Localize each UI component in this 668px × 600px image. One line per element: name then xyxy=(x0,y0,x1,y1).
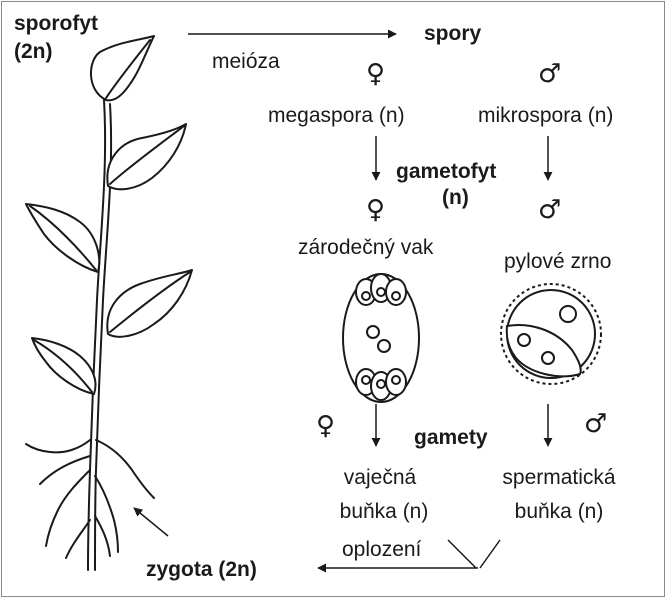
sperm-cell-ploidy: buňka (n) xyxy=(514,500,604,523)
zygote-label: zygota (2n) xyxy=(146,558,257,581)
male-symbol-gametophyte: ♂ xyxy=(538,195,562,225)
megaspore-label: megaspora (n) xyxy=(268,104,405,127)
fertilization-left-branch xyxy=(447,539,477,569)
male-symbol-gamete: ♂ xyxy=(584,409,608,439)
gametophyte-ploidy: (n) xyxy=(442,186,469,209)
leaf-left-upper xyxy=(25,203,101,273)
leaf-right-lower xyxy=(106,269,193,338)
spores-label: spory xyxy=(424,22,482,45)
plant-stem xyxy=(87,99,107,571)
pollen-grain-illustration xyxy=(500,283,602,385)
gametes-label: gamety xyxy=(414,426,488,449)
plant-illustration xyxy=(25,35,193,571)
sporophyte-ploidy: (2n) xyxy=(14,40,53,63)
root-1 xyxy=(25,439,91,454)
root-7 xyxy=(39,455,91,485)
root-3 xyxy=(45,469,91,547)
meiosis-label: meióza xyxy=(212,50,280,73)
female-symbol-gamete: ♀ xyxy=(316,411,336,441)
microspore-label: mikrospora (n) xyxy=(478,104,614,127)
leaf-top xyxy=(89,35,155,102)
sperm-cell-label: spermatická xyxy=(502,466,616,489)
female-symbol-gametophyte: ♀ xyxy=(366,195,386,225)
root-4 xyxy=(94,475,119,553)
pollen-grain-label: pylové zrno xyxy=(504,250,612,273)
sporophyte-label: sporofyt xyxy=(14,12,98,35)
egg-cell-label: vaječná xyxy=(343,466,417,489)
zygote-arrow xyxy=(133,507,169,537)
male-symbol-spore: ♂ xyxy=(538,59,562,89)
gametophyte-label: gametofyt xyxy=(396,160,497,183)
plant-stem-inner xyxy=(94,103,113,571)
female-symbol-spore: ♀ xyxy=(366,59,386,89)
root-2 xyxy=(95,439,155,499)
embryo-sac-label: zárodečný vak xyxy=(298,236,434,259)
root-5 xyxy=(65,519,91,559)
embryo-sac-illustration xyxy=(342,273,420,403)
fertilization-label: oplození xyxy=(342,538,422,561)
leaf-left-lower xyxy=(31,337,97,395)
fertilization-right-branch xyxy=(479,539,501,569)
egg-cell-ploidy: buňka (n) xyxy=(339,500,429,523)
root-6 xyxy=(94,515,111,557)
arrows xyxy=(133,29,553,573)
